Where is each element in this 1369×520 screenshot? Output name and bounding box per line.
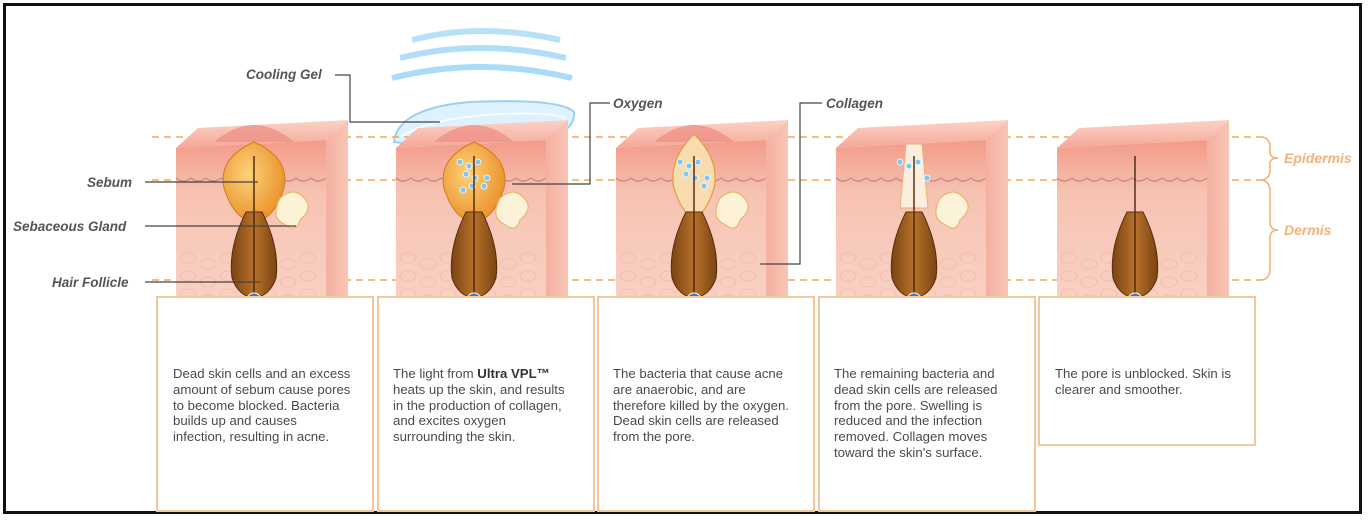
step-2-caption-post: heats up the skin, and results in the pr… [393, 382, 565, 444]
layer-braces [1260, 137, 1278, 280]
step-5-caption: The pore is unblocked. Skin is clearer a… [1055, 366, 1233, 398]
step-1-caption: Dead skin cells and an excess amount of … [173, 366, 351, 445]
brand-name: Ultra VPL™ [477, 366, 550, 381]
sebum-label: Sebum [87, 175, 132, 190]
sebaceous-gland-label: Sebaceous Gland [13, 219, 126, 234]
step-2-caption: The light from Ultra VPL™ heats up the s… [393, 366, 571, 445]
cooling-gel-label: Cooling Gel [246, 67, 322, 82]
step-3-caption: The bacteria that cause acne are anaerob… [613, 366, 791, 445]
oxygen-label: Oxygen [613, 96, 663, 111]
collagen-label: Collagen [826, 96, 883, 111]
step-4-caption: The remaining bacteria and dead skin cel… [834, 366, 1012, 461]
step-2-caption-pre: The light from [393, 366, 477, 381]
hair-follicle-label: Hair Follicle [52, 275, 129, 290]
dermis-label: Dermis [1284, 222, 1331, 238]
epidermis-label: Epidermis [1284, 150, 1352, 166]
light-waves-icon [392, 31, 572, 78]
